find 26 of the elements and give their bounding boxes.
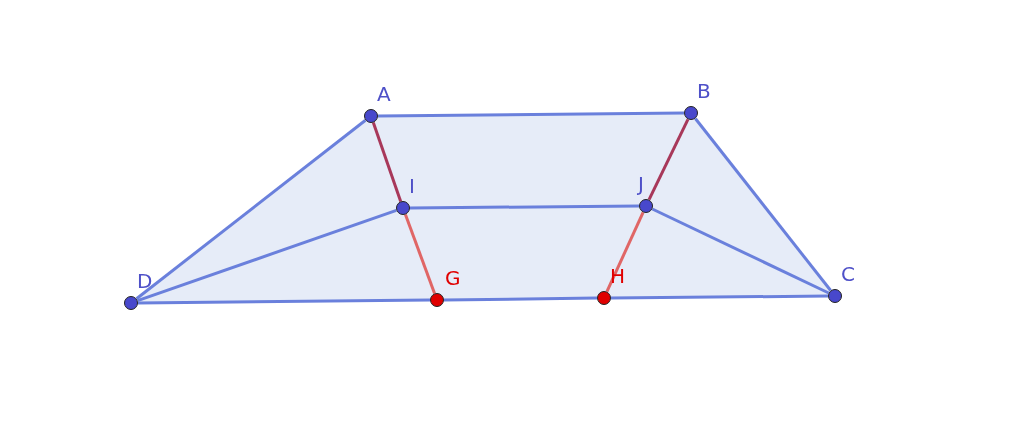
line-segment bbox=[651, 207, 830, 295]
point-label: C bbox=[841, 264, 855, 284]
point-marker bbox=[364, 109, 378, 123]
line-segment bbox=[647, 118, 690, 201]
line-segment bbox=[611, 294, 828, 300]
line-segment bbox=[404, 214, 436, 294]
line-segment bbox=[137, 208, 397, 303]
line-segment bbox=[135, 119, 367, 300]
point-marker bbox=[828, 289, 842, 303]
line-segment bbox=[371, 122, 403, 202]
line-segment bbox=[605, 211, 645, 293]
point-marker bbox=[597, 291, 611, 305]
line-segment bbox=[138, 298, 430, 305]
line-segment bbox=[694, 117, 832, 292]
line-segment bbox=[410, 204, 639, 210]
point-label: G bbox=[445, 268, 461, 288]
line-segment bbox=[378, 111, 684, 118]
line-segment bbox=[443, 296, 598, 302]
point-label: A bbox=[377, 84, 391, 104]
point-label: B bbox=[697, 81, 711, 101]
point-marker bbox=[430, 293, 444, 307]
point-marker bbox=[124, 296, 138, 310]
point-label: J bbox=[638, 174, 644, 194]
point-label: I bbox=[409, 176, 415, 196]
point-label: D bbox=[137, 271, 153, 291]
point-marker bbox=[684, 106, 698, 120]
